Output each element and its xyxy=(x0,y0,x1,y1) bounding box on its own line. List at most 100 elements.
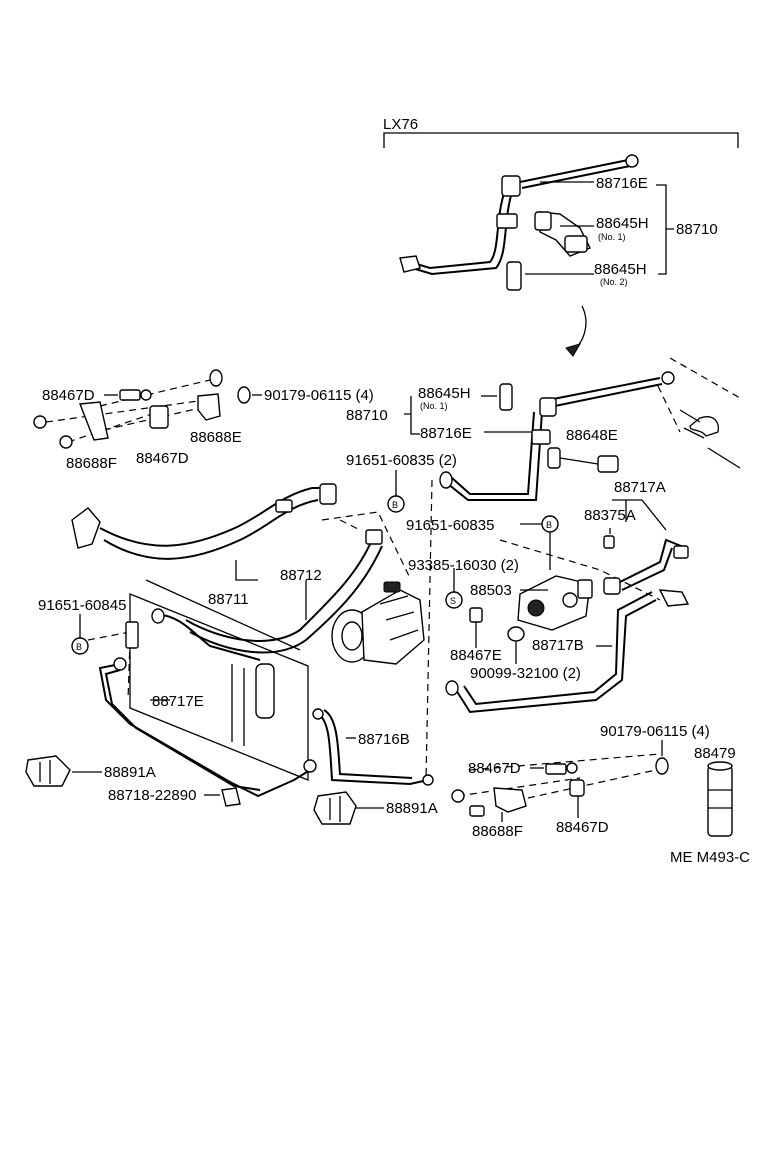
leader-88717A xyxy=(612,499,667,531)
label-88467E: 88467E xyxy=(450,647,502,664)
dash-b3-v xyxy=(127,639,131,701)
dash-short xyxy=(339,519,361,531)
inset-pipe-a xyxy=(519,159,629,183)
lower-right-brackets: 88467D 90179-06115 (4) 88688F 88467D 884… xyxy=(451,723,750,866)
dash-ul-2 xyxy=(45,397,221,423)
bracket-88710-top xyxy=(656,184,674,275)
nut-88717A-end xyxy=(673,545,689,559)
label-88467D-ul2: 88467D xyxy=(136,450,189,467)
inset-pipe-b2 xyxy=(411,191,513,276)
cushion-88891A-r-ribs xyxy=(329,796,341,822)
cushion-88891A-l xyxy=(25,755,71,787)
pipe-88717B-2 xyxy=(463,591,653,706)
label-no1-mid: (No. 1) xyxy=(420,401,448,411)
label-88467D-ul: 88467D xyxy=(42,387,95,404)
panel-edge xyxy=(707,447,741,469)
inset-flare-nut xyxy=(399,255,421,273)
pipe-88716B-2 xyxy=(323,709,413,779)
label-88710-top: 88710 xyxy=(676,221,718,238)
expansion-valve: 88503 88467E 90099-32100 (2) xyxy=(450,575,593,682)
inset-pipe-b xyxy=(409,189,506,270)
inset-clamp xyxy=(496,213,518,229)
condenser-tubes xyxy=(231,664,245,746)
pipe-88716B-group: 88716B xyxy=(312,708,434,786)
condenser: 88717E xyxy=(98,579,317,798)
label-no2-top: (No. 2) xyxy=(600,277,628,287)
clip-88467D-lr2 xyxy=(569,779,585,797)
part-88479-bands xyxy=(708,789,732,809)
part-88479-top xyxy=(707,761,733,771)
inset-bracket xyxy=(383,132,739,148)
bracket-base-lr xyxy=(469,805,485,817)
inset-switch-1-body xyxy=(534,211,552,231)
clip-cap-lr xyxy=(566,762,578,774)
wire-88648E xyxy=(559,457,599,465)
oring-90099 xyxy=(507,626,525,642)
panel-stubs xyxy=(679,409,705,439)
dash-b1 xyxy=(321,511,411,579)
dash-b2 xyxy=(499,539,661,601)
label-93385: 93385-16030 (2) xyxy=(408,557,519,574)
part-88479 xyxy=(707,765,733,837)
inset-arrow-curve xyxy=(573,305,587,351)
hose-88711-nut xyxy=(319,483,337,505)
bracket-88710-mid xyxy=(404,396,420,435)
lx76-inset: LX76 88716E 88645H (No. 1) 88710 88645H … xyxy=(383,116,739,357)
nut-ul-1 xyxy=(209,369,223,387)
mid-right-group: 88645H (No. 1) 88710 88716E 88648E xyxy=(346,357,741,501)
label-90099: 90099-32100 (2) xyxy=(470,665,581,682)
dash-b3 xyxy=(87,631,131,641)
label-88717A: 88717A xyxy=(614,479,666,496)
label-88375A: 88375A xyxy=(584,507,636,524)
drawing-code: ME M493-C xyxy=(670,849,750,866)
label-88712: 88712 xyxy=(280,567,322,584)
label-88467D-lr2: 88467D xyxy=(556,819,609,836)
dash-lr-2 xyxy=(457,777,581,797)
inset-switch-2 xyxy=(506,261,522,291)
group-label-lx76: LX76 xyxy=(383,116,418,133)
bracket-88688F-ul xyxy=(79,401,109,441)
valve-port-2 xyxy=(562,592,578,608)
nut-88717A xyxy=(603,577,621,595)
pipe-88717A-2 xyxy=(621,547,673,591)
pipe-88716E-lower xyxy=(447,411,543,501)
valve-cap xyxy=(577,579,593,599)
hose-88712-clamp xyxy=(365,529,383,545)
lower-left-parts: 88891A 88718-22890 88891A xyxy=(25,755,438,825)
label-no1-top: (No. 1) xyxy=(598,232,626,242)
compressor-port xyxy=(383,581,401,593)
nut-88716B xyxy=(312,708,324,720)
marker-s1-text: S xyxy=(450,596,456,606)
inset-pipe-a2 xyxy=(521,165,631,189)
panel-dash-2 xyxy=(657,385,681,433)
label-88467D-lr: 88467D xyxy=(468,760,521,777)
label-88891A-r: 88891A xyxy=(386,800,438,817)
leader-91651-b xyxy=(520,523,551,570)
cushion-88891A-l-ribs xyxy=(39,760,51,784)
compressor xyxy=(331,581,425,665)
clamp-mid xyxy=(531,429,551,445)
end-nut-mid xyxy=(661,371,675,385)
markers: B B B S 91651-60835 (2) 91651-60835 9165… xyxy=(38,452,559,655)
relation-dashes xyxy=(87,479,661,781)
label-88711: 88711 xyxy=(208,591,249,608)
condenser-top xyxy=(145,579,301,651)
nut-lr-2 xyxy=(451,789,465,803)
upper-left-brackets: 88467D 90179-06115 (4) 88688E 88688F 884… xyxy=(33,369,374,472)
dash-ul-3 xyxy=(67,411,159,443)
marker-b3-text: B xyxy=(76,642,82,652)
pipe-88717A xyxy=(619,538,687,583)
receiver-drier xyxy=(255,663,275,719)
hoses: 88711 88712 xyxy=(71,483,383,654)
hose-88711-clamp xyxy=(275,499,293,513)
nut-ul-4 xyxy=(59,435,73,449)
right-pipes: 88717A 88375A 88717B xyxy=(445,479,690,714)
clip-88467D-ul xyxy=(119,389,141,401)
switch-88645H-mid xyxy=(499,383,513,411)
bracket-88688E xyxy=(197,393,221,421)
compressor-fins xyxy=(379,595,419,641)
dash-vertical xyxy=(425,479,433,781)
inset-connector-1 xyxy=(564,235,588,253)
inset-arrow-head xyxy=(565,343,582,357)
